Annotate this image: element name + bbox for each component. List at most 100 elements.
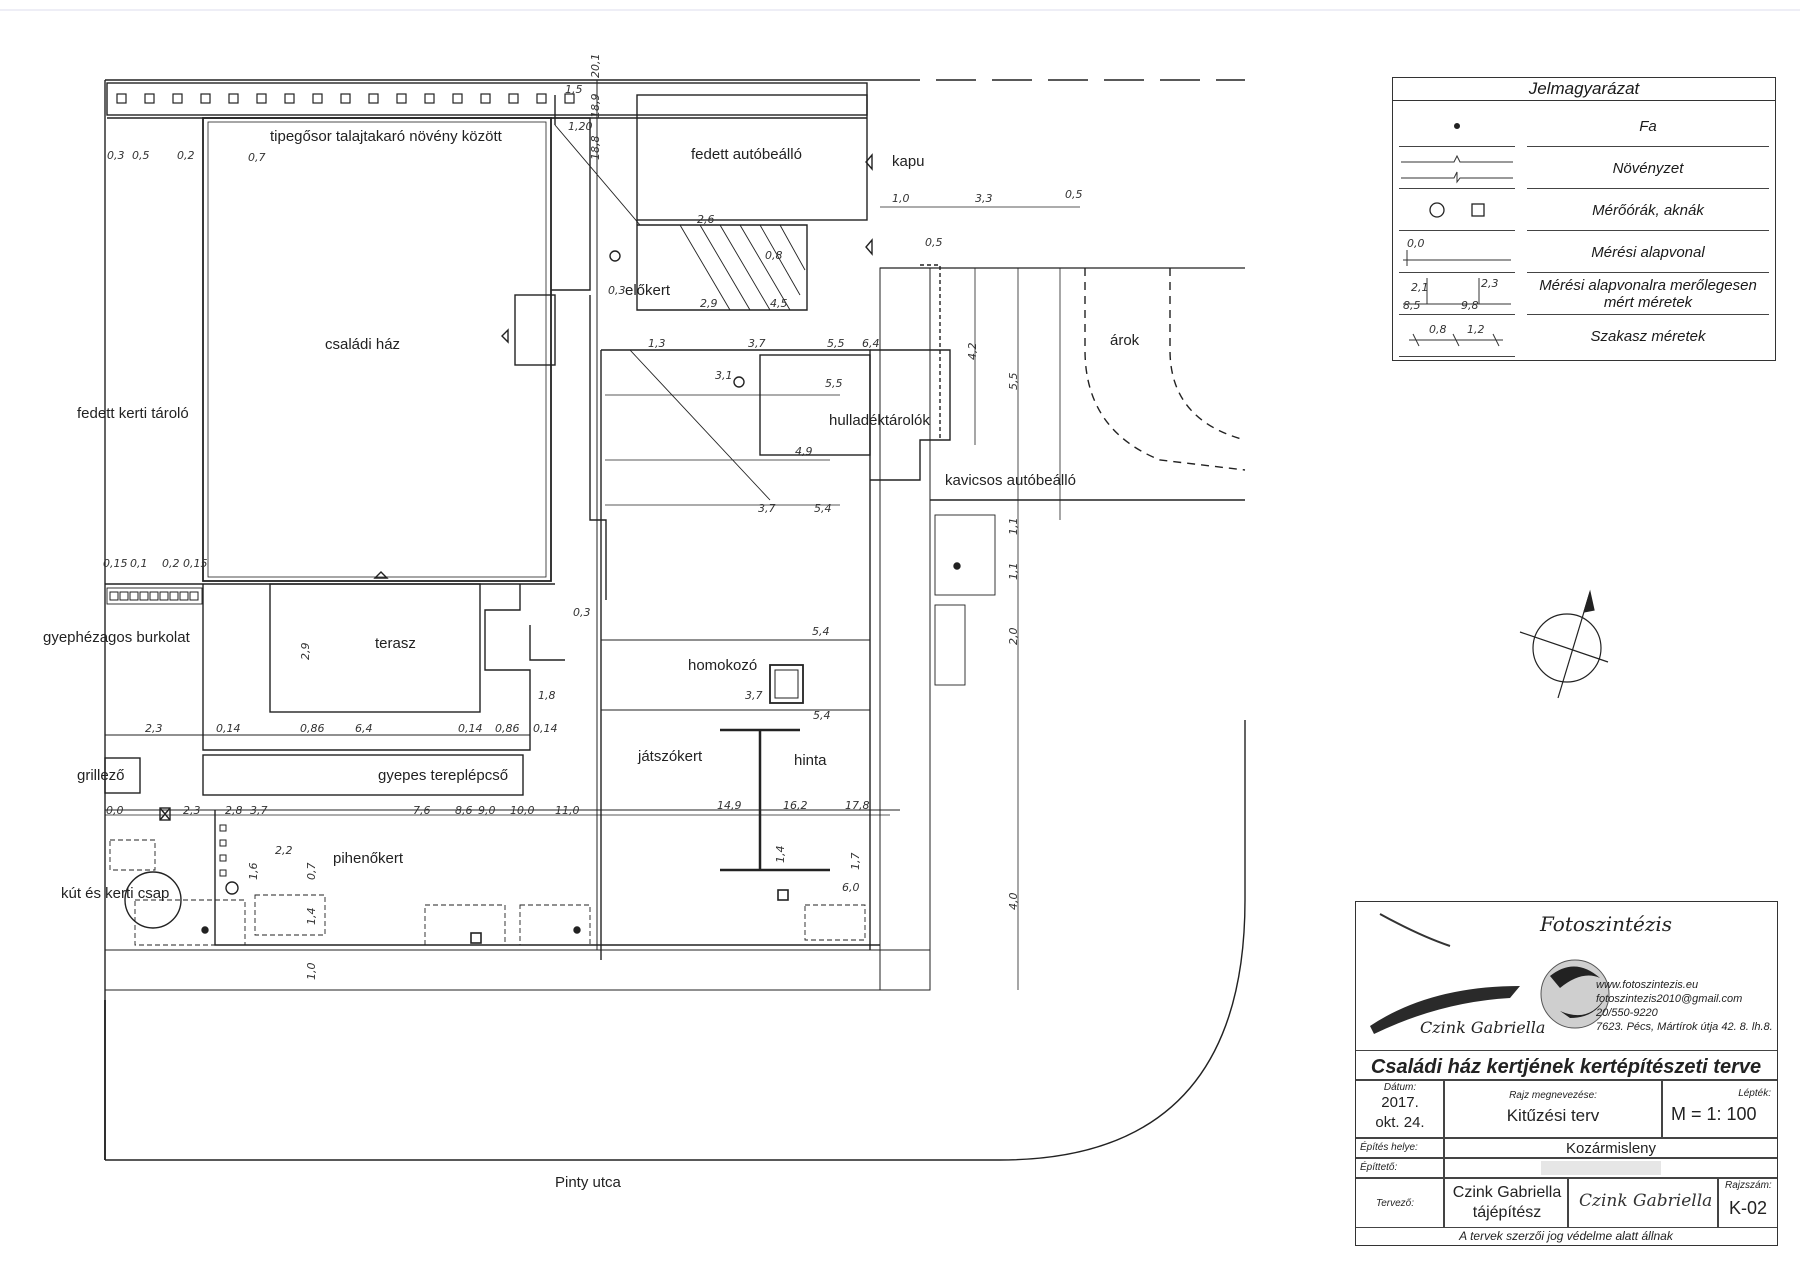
dim: 0,0 bbox=[1407, 237, 1425, 250]
dim: 11,0 bbox=[555, 804, 580, 817]
designer-cell: Czink Gabriella tájépítész bbox=[1444, 1178, 1568, 1228]
north-arrow bbox=[1519, 589, 1609, 699]
dim: 0,5 bbox=[1065, 188, 1083, 201]
signature-cell: Czink Gabriella bbox=[1568, 1178, 1718, 1228]
dim: 3,7 bbox=[748, 337, 766, 350]
site-value: Kozármisleny bbox=[1565, 1140, 1657, 1157]
dim: 2,8 bbox=[225, 804, 243, 817]
dim: 0,5 bbox=[925, 236, 943, 249]
label-fedett-autobeallo: fedett autóbeálló bbox=[691, 146, 802, 163]
lawn-steps bbox=[202, 754, 524, 796]
designer-label-cell: Tervező: bbox=[1356, 1178, 1444, 1228]
label-kapu: kapu bbox=[892, 153, 925, 170]
label-grillezo: grillező bbox=[77, 767, 125, 784]
sheet-number: K-02 bbox=[1729, 1198, 1768, 1218]
baseline-symbol: 0,0 bbox=[1399, 232, 1515, 273]
paver-square bbox=[149, 591, 159, 601]
date-year: 2017. bbox=[1381, 1094, 1419, 1111]
hedge-square bbox=[256, 93, 267, 104]
dim: 10,0 bbox=[510, 804, 535, 817]
dim: 1,4 bbox=[305, 907, 318, 926]
dim: 0,15 bbox=[103, 557, 128, 570]
legend-item-szakasz: Szakasz méretek bbox=[1590, 327, 1706, 345]
waste-bin-area bbox=[759, 354, 871, 456]
dim: 1,5 bbox=[565, 83, 583, 96]
date-label: Dátum: bbox=[1383, 1082, 1417, 1093]
dim: 2,1 bbox=[1411, 281, 1429, 294]
dim: 14,9 bbox=[717, 799, 742, 812]
hedge-square bbox=[368, 93, 379, 104]
dim: 0,15 bbox=[183, 557, 208, 570]
label-arok: árok bbox=[1110, 332, 1140, 349]
drawing-name-cell: Rajz megnevezése: Kitűzési terv bbox=[1444, 1080, 1662, 1138]
hedge-square bbox=[144, 93, 155, 104]
paver-square bbox=[119, 591, 129, 601]
dim: 2,3 bbox=[145, 722, 163, 735]
dim: 1,0 bbox=[305, 962, 318, 981]
dim: 6,0 bbox=[842, 881, 860, 894]
dim: 0,7 bbox=[305, 862, 318, 881]
segment-symbol: 0,8 1,2 bbox=[1399, 316, 1515, 357]
dim: 5,4 bbox=[812, 625, 830, 638]
dim: 5,5 bbox=[1007, 372, 1020, 391]
signature: Czink Gabriella bbox=[1579, 1191, 1713, 1211]
dim: 0,3 bbox=[573, 606, 591, 619]
street-curb-curve bbox=[999, 720, 1246, 1161]
dim: 3,1 bbox=[715, 369, 733, 382]
brand-name: Fotoszintézis bbox=[1540, 912, 1673, 936]
dim: 0,2 bbox=[177, 149, 195, 162]
designer-role: tájépítész bbox=[1472, 1204, 1542, 1221]
dim: 2,3 bbox=[1481, 277, 1499, 290]
dim: 1,1 bbox=[1007, 517, 1020, 536]
dim: 5,5 bbox=[827, 337, 845, 350]
site-label: Építés helye: bbox=[1360, 1142, 1418, 1153]
hedge-square bbox=[172, 93, 183, 104]
sheet-cell: Rajzszám: K-02 bbox=[1718, 1178, 1777, 1228]
scale-value: M = 1: 100 bbox=[1671, 1104, 1757, 1124]
dim: 3,3 bbox=[975, 192, 993, 205]
label-kut: kút és kerti csap bbox=[61, 885, 170, 902]
label-csaladi-haz: családi ház bbox=[325, 336, 401, 353]
hedge-square bbox=[536, 93, 547, 104]
label-jatszokert: játszókert bbox=[638, 748, 703, 765]
dim: 1,7 bbox=[849, 852, 862, 871]
hedge-square bbox=[452, 93, 463, 104]
dim: 1,0 bbox=[892, 192, 910, 205]
scale-label: Lépték: bbox=[1738, 1088, 1771, 1099]
legend-item-merolegesen: Mérési alapvonalra merőlegesen mért mére… bbox=[1527, 274, 1769, 315]
dim: 0,0 bbox=[106, 804, 124, 817]
perpendicular-symbol: 2,1 8,5 2,3 9,8 bbox=[1399, 274, 1515, 315]
site-label-cell: Építés helye: bbox=[1356, 1138, 1444, 1158]
dim: 1,1 bbox=[1007, 562, 1020, 581]
dim: 5,5 bbox=[825, 377, 843, 390]
dim: 5,4 bbox=[813, 709, 831, 722]
dim: 6,4 bbox=[862, 337, 880, 350]
paver-square bbox=[189, 591, 199, 601]
dim: 20,1 bbox=[589, 53, 602, 79]
date-cell: Dátum: 2017. okt. 24. bbox=[1356, 1080, 1444, 1138]
drawing-name: Kitűzési terv bbox=[1506, 1106, 1600, 1125]
dim: 0,3 bbox=[608, 284, 626, 297]
dim: 4,2 bbox=[966, 342, 979, 361]
label-pinty-utca: Pinty utca bbox=[555, 1174, 621, 1191]
builder-label: Építtető: bbox=[1360, 1162, 1398, 1173]
title-block: Fotoszintézis Czink Gabriella www.fotosz… bbox=[1355, 901, 1778, 1246]
contact-web: www.fotoszintezis.eu bbox=[1596, 979, 1699, 991]
dim: 1,4 bbox=[774, 845, 787, 864]
paver-square bbox=[169, 591, 179, 601]
label-tipegosor: tipegősor talajtakaró növény között bbox=[270, 128, 502, 145]
hedge-square bbox=[116, 93, 127, 104]
hedge-square bbox=[424, 93, 435, 104]
dim: 16,2 bbox=[783, 799, 808, 812]
hedge-square bbox=[480, 93, 491, 104]
legend-item-fa: Fa bbox=[1527, 106, 1769, 147]
scale-cell: Lépték: M = 1: 100 bbox=[1662, 1080, 1777, 1138]
contact-email: fotoszintezis2010@gmail.com bbox=[1596, 993, 1743, 1005]
dim: 0,3 bbox=[107, 149, 125, 162]
contact-phone: 20/550-9220 bbox=[1596, 1007, 1658, 1019]
project-title-cell: Családi ház kertjének kertépítészeti ter… bbox=[1356, 1050, 1777, 1080]
dim: 0,14 bbox=[533, 722, 558, 735]
dim: 0,14 bbox=[216, 722, 241, 735]
copyright-cell: A tervek szerzői jog védelme alatt állna… bbox=[1356, 1228, 1777, 1245]
